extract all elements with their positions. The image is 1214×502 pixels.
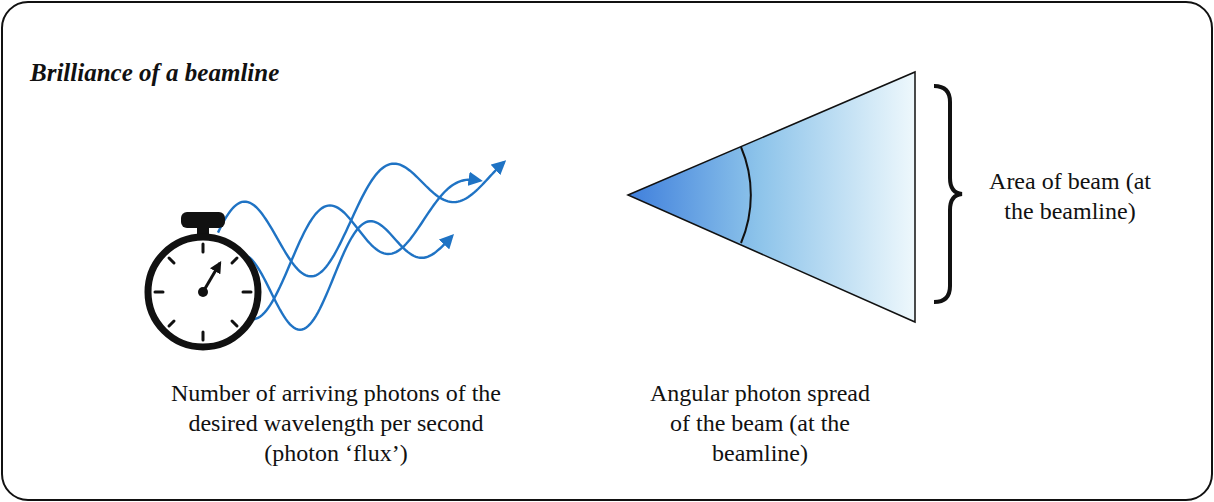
diagram-title: Brilliance of a beamline xyxy=(30,58,279,88)
beam-area-label: Area of beam (at the beamline) xyxy=(970,166,1170,226)
beam-cone xyxy=(628,72,915,322)
photon-wave xyxy=(232,180,480,320)
brace xyxy=(934,86,962,302)
photon-wave xyxy=(248,221,452,330)
photon-wave xyxy=(218,162,504,276)
flux-caption: Number of arriving photons of the desire… xyxy=(150,378,522,468)
angle-arc xyxy=(741,147,751,243)
angular-spread-caption: Angular photon spread of the beam (at th… xyxy=(649,378,871,468)
stopwatch xyxy=(148,212,258,347)
